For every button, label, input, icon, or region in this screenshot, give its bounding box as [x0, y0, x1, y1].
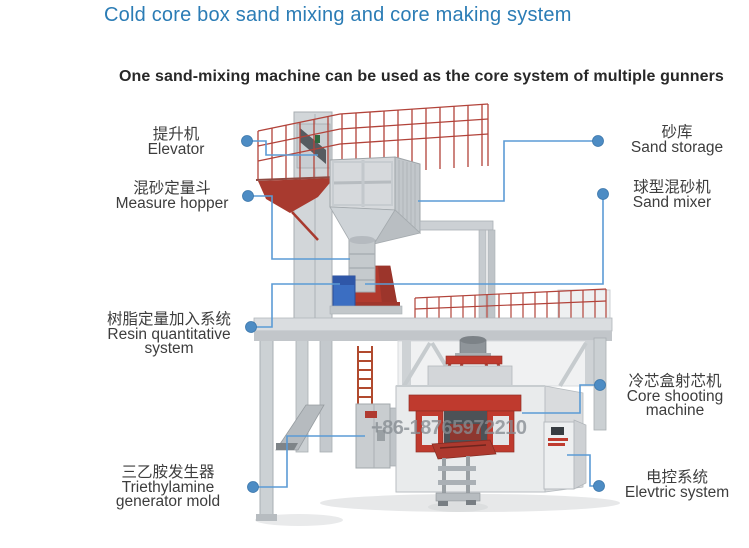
label-sand-storage-en: Sand storage: [630, 138, 724, 156]
label-resin-system-en2: system: [144, 340, 194, 357]
label-sand-mixer-zh: 球型混砂机: [633, 179, 711, 196]
label-sand-storage-zh: 砂库: [661, 124, 693, 141]
label-measure-hopper-en: Measure hopper: [115, 194, 229, 212]
label-triethylamine-en: Triethylamine: [121, 478, 215, 496]
label-measure-hopper-zh: 混砂定量斗: [133, 180, 211, 197]
label-core-shooting-en2: machine: [645, 402, 705, 419]
label-triethylamine: 三乙胺发生器 Triethylamine generator mold: [115, 464, 221, 510]
label-core-shooting-en: Core shooting: [626, 387, 724, 405]
label-resin-system-en: Resin quantitative: [107, 325, 231, 343]
deck-guardrail: [414, 288, 607, 322]
label-sand-storage: 砂库 Sand storage: [630, 124, 724, 156]
label-resin-system-zh: 树脂定量加入系统: [106, 311, 232, 328]
mold-cart: [431, 439, 497, 506]
label-elevator-zh: 提升机: [152, 126, 200, 143]
label-core-shooting: 冷芯盒射芯机 Core shooting machine: [626, 373, 724, 419]
label-triethylamine-en2: generator mold: [115, 493, 221, 510]
label-elevator-en: Elevator: [147, 140, 205, 158]
label-electric-system-en: Elevtric system: [624, 483, 730, 501]
cabinet-screen: [551, 427, 564, 435]
page-title: Cold core box sand mixing and core makin…: [104, 4, 572, 26]
label-resin-system: 树脂定量加入系统 Resin quantitative system: [106, 311, 232, 357]
shooting-head-mechanism: [427, 336, 513, 387]
label-electric-system: 电控系统 Elevtric system: [624, 469, 730, 501]
page-subtitle: One sand-mixing machine can be used as t…: [119, 68, 724, 85]
label-triethylamine-zh: 三乙胺发生器: [121, 464, 215, 481]
access-ladder: [357, 346, 373, 408]
label-core-shooting-zh: 冷芯盒射芯机: [628, 373, 722, 390]
label-sand-mixer-en: Sand mixer: [632, 193, 712, 211]
watermark-phone: +86-18765972210: [371, 417, 527, 439]
label-electric-system-zh: 电控系统: [645, 469, 708, 486]
label-sand-mixer: 球型混砂机 Sand mixer: [632, 179, 712, 211]
label-elevator: 提升机 Elevator: [147, 126, 205, 158]
label-measure-hopper: 混砂定量斗 Measure hopper: [115, 180, 229, 212]
